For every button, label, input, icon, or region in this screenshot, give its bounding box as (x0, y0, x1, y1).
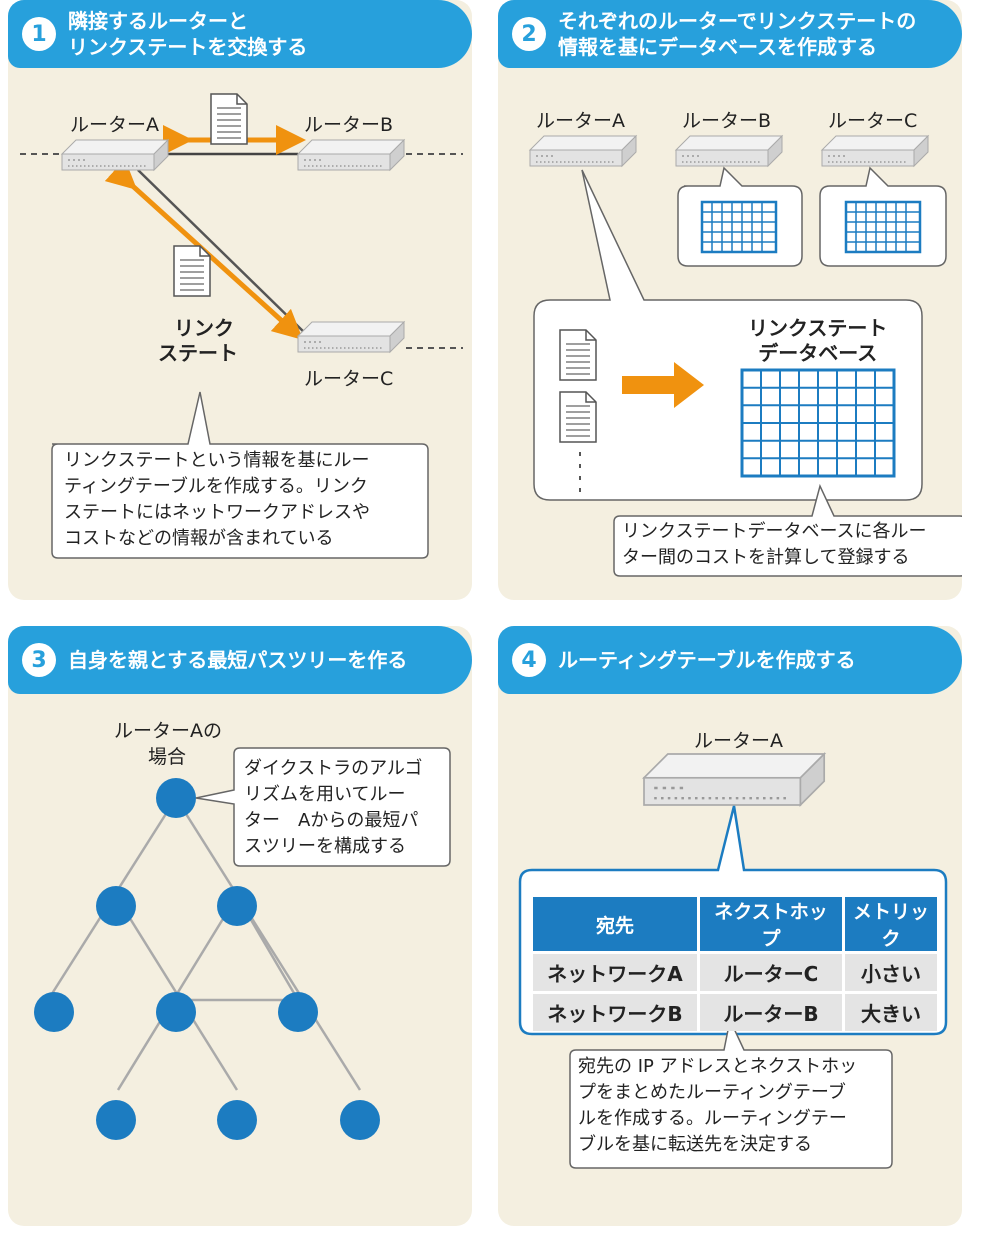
tree-node-root-router-a (156, 778, 196, 818)
router-b-device (297, 139, 405, 171)
panel-4-number: 4 (512, 643, 546, 677)
routing-table: 宛先 ネクストホップ メトリック ネットワークA ルーターC 小さい ネットワー… (530, 894, 940, 1034)
metric-cell: 大きい (845, 994, 937, 1031)
router-a-label: ルーターA (694, 730, 783, 752)
router-c-device (821, 135, 929, 167)
panel-3-callout (195, 747, 451, 867)
column-header-metric: メトリック (845, 897, 937, 951)
router-b-device (675, 135, 783, 167)
router-c-label: ルーターC (304, 368, 394, 390)
router-a-case-label: ルーターAの 場合 (114, 720, 222, 768)
panel-2-title: それぞれのルーターでリンクステートの 情報を基にデータベースを作成する (558, 9, 917, 59)
tree-node (156, 992, 196, 1032)
router-c-db-grid (844, 200, 922, 254)
link-state-label: リンク ステート (158, 316, 238, 365)
next-hop-cell: ルーターB (700, 994, 842, 1031)
panel-2-header: 2 それぞれのルーターでリンクステートの 情報を基にデータベースを作成する (498, 0, 962, 68)
link-state-database-label: リンクステート データベース (748, 316, 888, 365)
tree-node (217, 1100, 257, 1140)
routing-table-header-row: 宛先 ネクストホップ メトリック (533, 897, 937, 951)
router-b-label: ルーターB (682, 110, 772, 132)
panel-4-title: ルーティングテーブルを作成する (558, 648, 856, 672)
panel-2: 2 それぞれのルーターでリンクステートの 情報を基にデータベースを作成する ルー… (498, 0, 962, 600)
tree-node (34, 992, 74, 1032)
panel-4-header: 4 ルーティングテーブルを作成する (498, 626, 962, 694)
panel-1-callout-text: リンクステートという情報を基にルー ティングテーブルを作成する。リンク ステート… (64, 450, 370, 549)
panel-1-number: 1 (22, 17, 56, 51)
tree-node (340, 1100, 380, 1140)
panel-4: 4 ルーティングテーブルを作成する ルーターA 宛先 ネクストホップ メトリック… (498, 626, 962, 1226)
tree-node (96, 886, 136, 926)
link-state-database-grid (740, 368, 896, 478)
router-c-device (297, 321, 405, 353)
destination-cell: ネットワークB (533, 994, 697, 1031)
tree-node (217, 886, 257, 926)
destination-cell: ネットワークA (533, 954, 697, 991)
panel-1: 1 隣接するルーターと リンクステートを交換する ルーターA ルーターB ルータ… (8, 0, 472, 600)
panel-3-title: 自身を親とする最短パスツリーを作る (68, 648, 408, 672)
panel-3-drawing (34, 747, 451, 1140)
tree-node (96, 1100, 136, 1140)
link-state-document-icon (173, 245, 211, 297)
router-b-db-grid (700, 200, 778, 254)
panel-2-number: 2 (512, 17, 546, 51)
panel-3-callout-text: ダイクストラのアルゴ リズムを用いてルー ター Aからの最短パ スツリーを構成す… (244, 758, 423, 857)
metric-cell: 小さい (845, 954, 937, 991)
router-a-device (642, 752, 826, 807)
link-state-document-icon (559, 329, 597, 381)
router-a-label: ルーターA (70, 114, 159, 136)
build-db-arrow (622, 362, 704, 408)
table-row: ネットワークA ルーターC 小さい (533, 954, 937, 991)
tree-node (278, 992, 318, 1032)
panel-2-drawing (529, 135, 962, 577)
router-c-label: ルーターC (828, 110, 918, 132)
link-state-document-icon (559, 391, 597, 443)
next-hop-cell: ルーターC (700, 954, 842, 991)
shortest-path-tree-nodes (34, 778, 380, 1140)
panel-4-callout (569, 1017, 893, 1169)
table-row: ネットワークB ルーターB 大きい (533, 994, 937, 1031)
link-state-document-icon (210, 93, 248, 145)
panel-4-callout-text: 宛先の IP アドレスとネクストホッ プをまとめたルーティングテーブ ルを作成す… (578, 1056, 858, 1155)
panel-1-drawing (20, 93, 463, 559)
router-b-label: ルーターB (304, 114, 394, 136)
router-a-label: ルーターA (536, 110, 625, 132)
panel-2-callout-text: リンクステートデータベースに各ルー ター間のコストを計算して登録する (622, 521, 927, 568)
panel-3-number: 3 (22, 643, 56, 677)
router-a-device (61, 139, 169, 171)
panel-3: 3 自身を親とする最短パスツリーを作る ルーターAの 場合 ダイクストラのアルゴ… (8, 626, 472, 1226)
panel-2-callout (613, 483, 962, 577)
panel-3-header: 3 自身を親とする最短パスツリーを作る (8, 626, 472, 694)
panel-1-title: 隣接するルーターと リンクステートを交換する (68, 9, 308, 59)
panel-1-header: 1 隣接するルーターと リンクステートを交換する (8, 0, 472, 68)
router-a-device (529, 135, 637, 167)
column-header-destination: 宛先 (533, 897, 697, 951)
column-header-next-hop: ネクストホップ (700, 897, 842, 951)
panel-1-callout (51, 391, 429, 559)
